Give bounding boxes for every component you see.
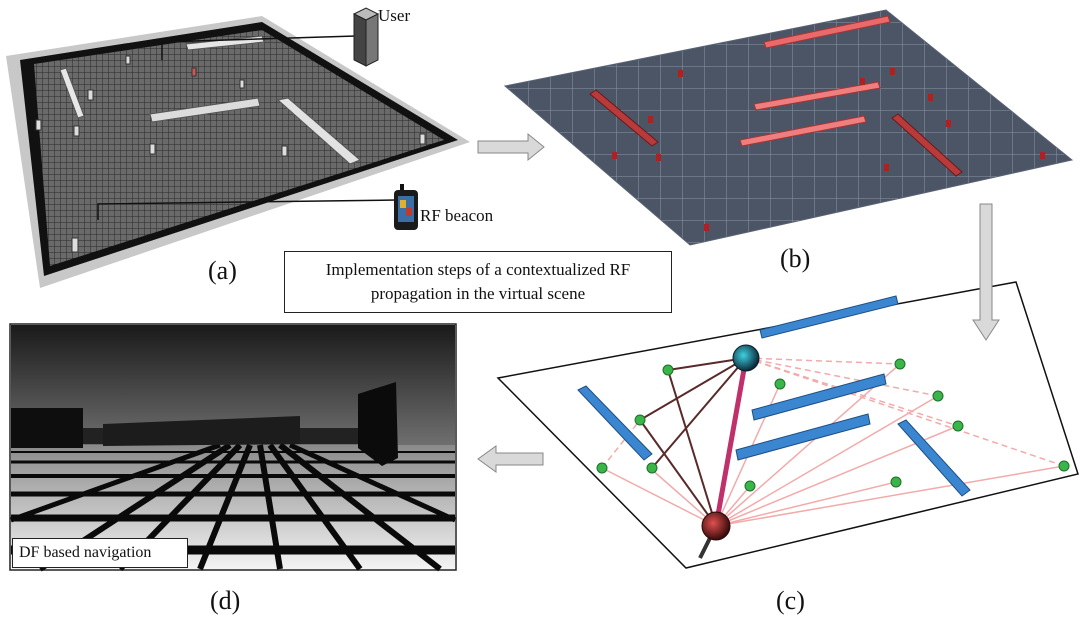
post-b [946,120,951,127]
user-label: User [378,6,411,25]
post-b [704,224,709,231]
user-callout-line [161,35,357,60]
post [125,55,131,65]
post [35,119,42,131]
df-navigation-caption-box: DF based navigation [12,538,188,568]
wall-3 [276,97,361,165]
wall-b2 [753,81,881,111]
flow-arrow-icon [477,132,545,162]
post-b [648,116,653,123]
wall-b4 [589,89,659,147]
wall-d4 [300,428,358,444]
wall-c4 [577,385,653,461]
beacon-callout-line [97,199,397,220]
df-navigation-caption: DF based navigation [19,544,152,561]
panel-b-label: (b) [780,244,811,273]
wall-b5 [891,113,963,177]
wall-d3 [103,416,300,446]
receiver-sphere [732,344,760,372]
post [73,125,80,137]
wall-c2 [751,373,887,421]
center-caption-box: Implementation steps of a contextualized… [284,251,672,313]
post-b [890,68,895,75]
panel-c-label: (c) [776,586,805,615]
post [419,133,426,145]
post-b [928,94,933,101]
post-b [612,152,617,159]
wall-b3 [739,115,867,147]
wall-c5 [897,419,971,497]
transmitter-sphere [701,511,731,541]
post-b [656,154,661,161]
wall-4 [59,67,85,119]
floor-grid-b [503,9,1074,246]
panel-d-label: (d) [210,586,241,615]
post [149,143,156,155]
post [281,145,288,157]
rf-beacon-device-icon [394,184,418,230]
wall-b1 [763,15,891,49]
post-b [884,164,889,171]
post-b [678,70,683,77]
wall-d5 [358,382,398,466]
panel-b-scene [503,9,1074,246]
flow-arrow-icon [972,203,1000,341]
post [191,67,197,77]
wall-2 [149,97,261,123]
flow-arrow-icon [477,445,544,473]
panel-c-scene [496,281,1079,569]
floor-grid [34,30,444,266]
user-figure-icon [352,7,380,67]
post [87,89,94,101]
panel-d-scene [9,323,457,572]
center-caption-text: Implementation steps of a contextualized… [325,260,631,303]
rf-rays-dark [639,357,749,559]
panel-a-label: (a) [208,256,237,285]
post [239,79,245,89]
wall-c1 [759,295,899,339]
post [71,237,79,253]
panel-a-scene [6,7,470,288]
wall-c3 [735,413,871,461]
rf-beacon-label: RF beacon [420,206,494,225]
wall-d1 [11,408,83,448]
rf-nodes [596,358,1070,492]
post-b [1040,152,1045,159]
post-b [860,78,865,85]
wall-d2 [83,428,103,444]
